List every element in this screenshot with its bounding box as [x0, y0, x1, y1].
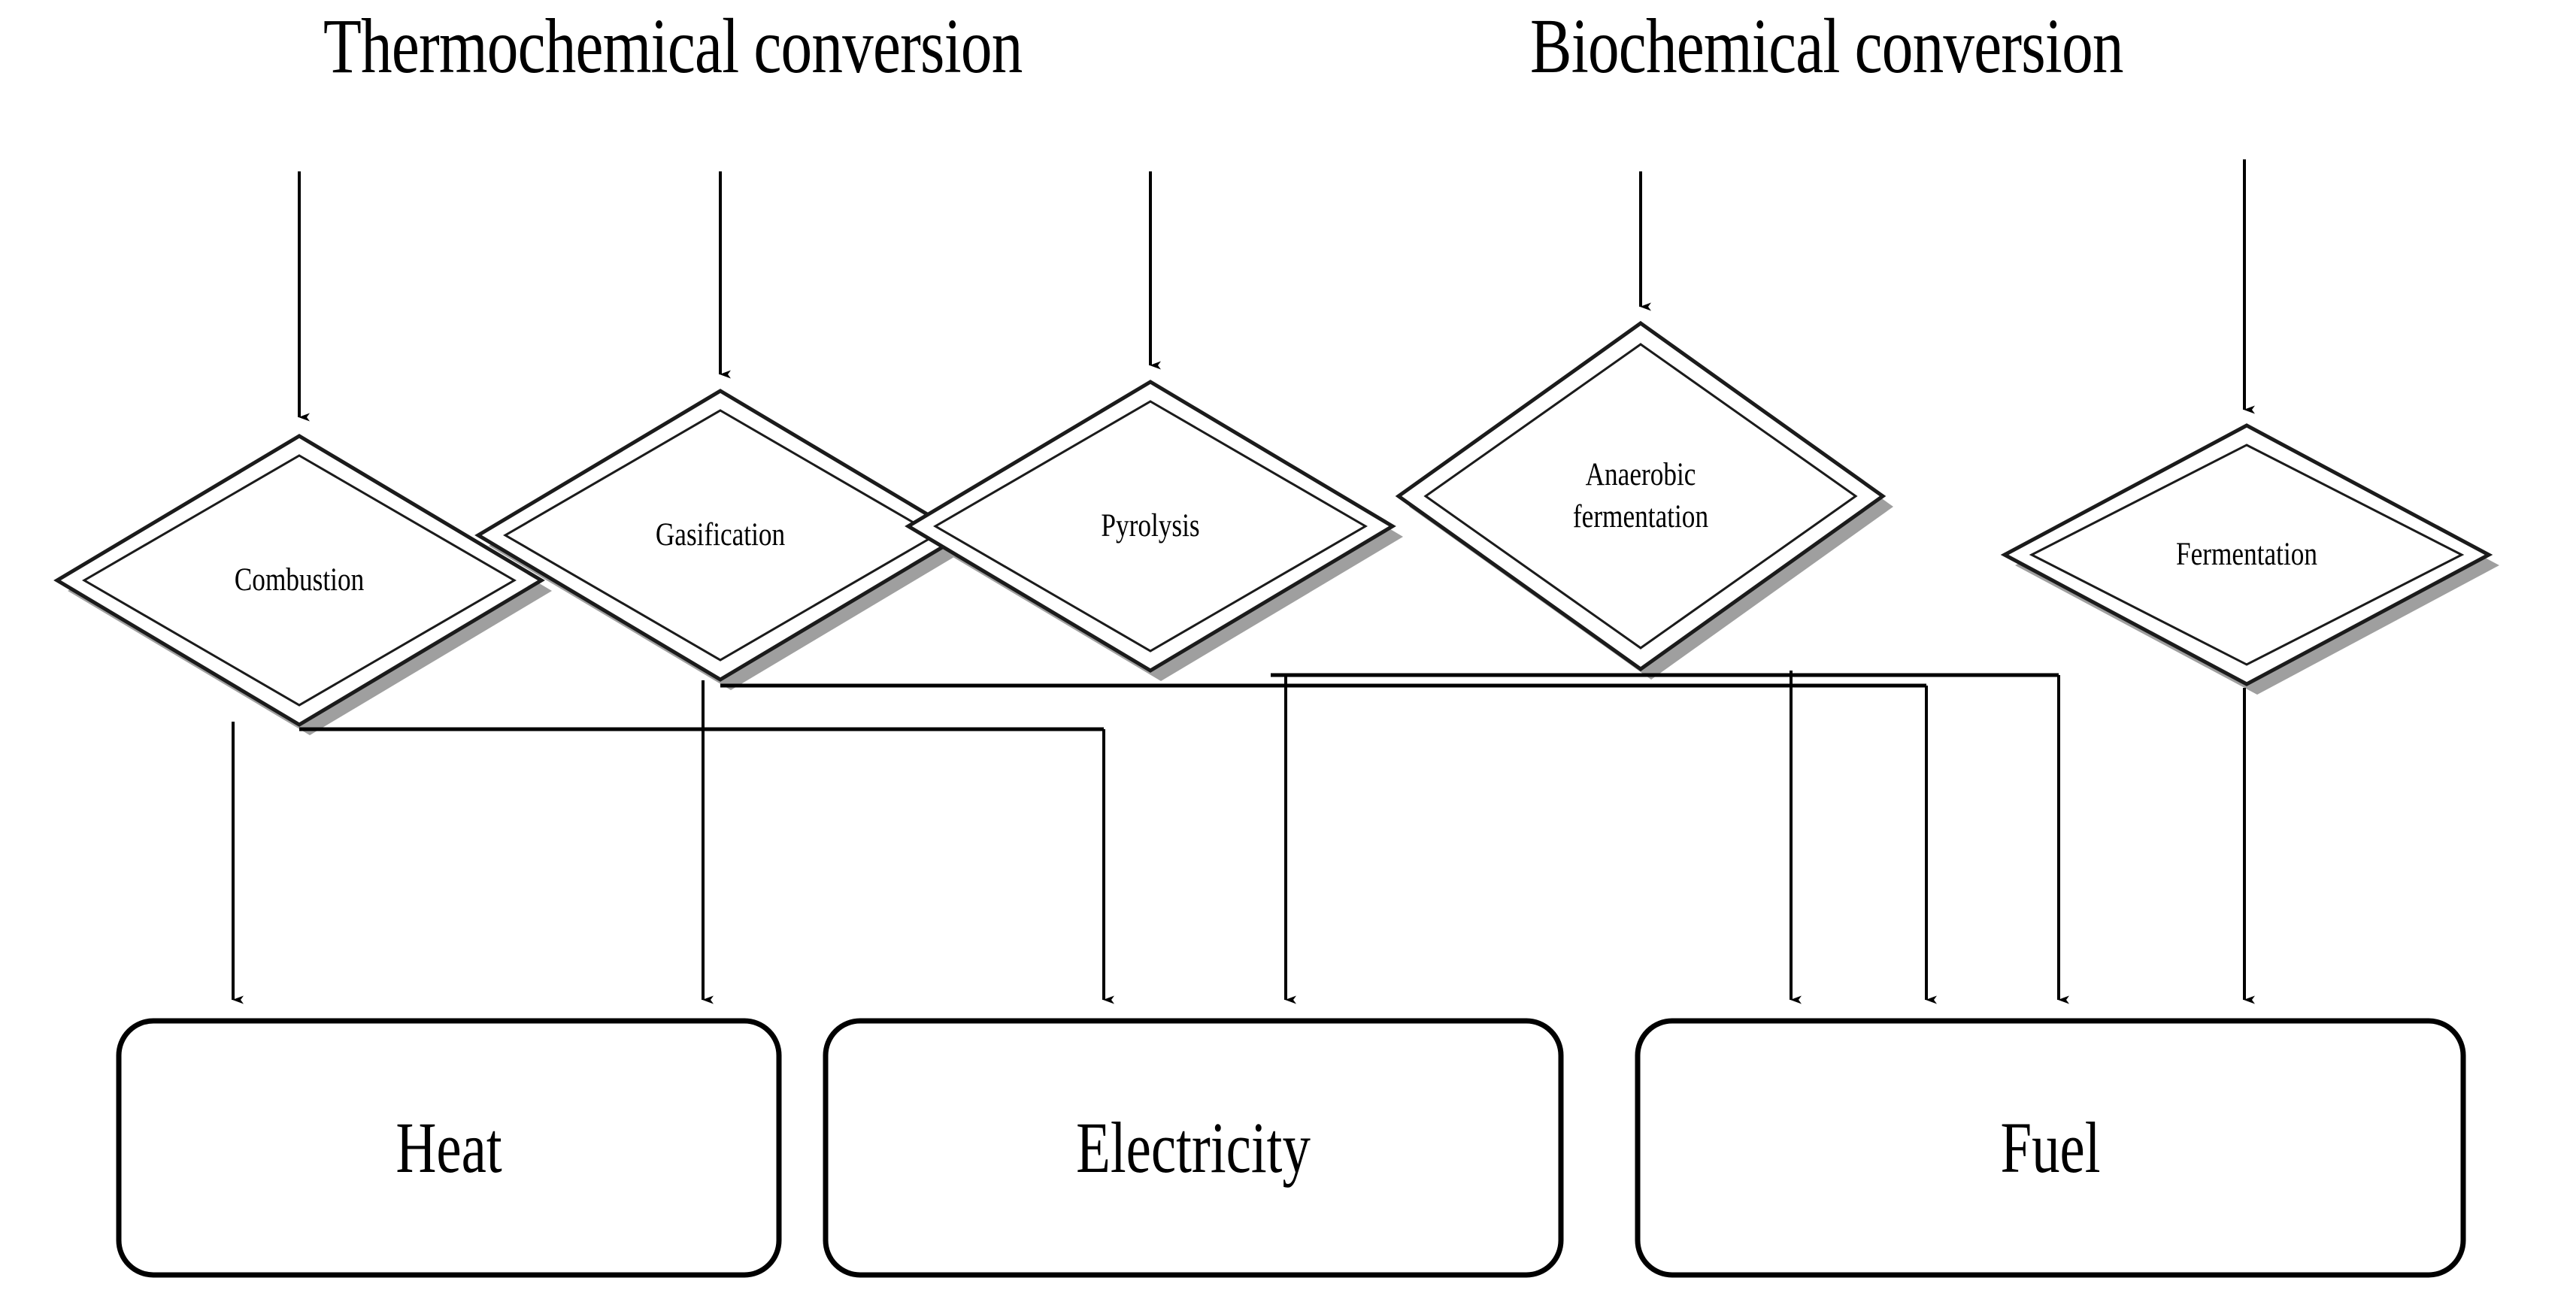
box-electricity[interactable] — [823, 1018, 1564, 1278]
diamond-gasification[interactable] — [474, 389, 966, 682]
diamond-fermentation[interactable] — [2000, 423, 2493, 686]
section-title-biochemical: Biochemical conversion — [1530, 3, 2124, 89]
box-fuel[interactable] — [1635, 1018, 2466, 1278]
process-diamonds[interactable] — [53, 320, 2493, 727]
diamond-combustion[interactable] — [53, 434, 545, 727]
box-heat[interactable] — [116, 1018, 782, 1278]
diamond-anaerobic-fermentation[interactable] — [1395, 320, 1887, 672]
diamond-pyrolysis[interactable] — [905, 380, 1396, 673]
section-title-thermochemical: Thermochemical conversion — [323, 3, 1023, 89]
connector-lines — [232, 671, 2255, 1004]
output-boxes[interactable] — [116, 1018, 2466, 1278]
input-arrows — [298, 159, 2255, 422]
